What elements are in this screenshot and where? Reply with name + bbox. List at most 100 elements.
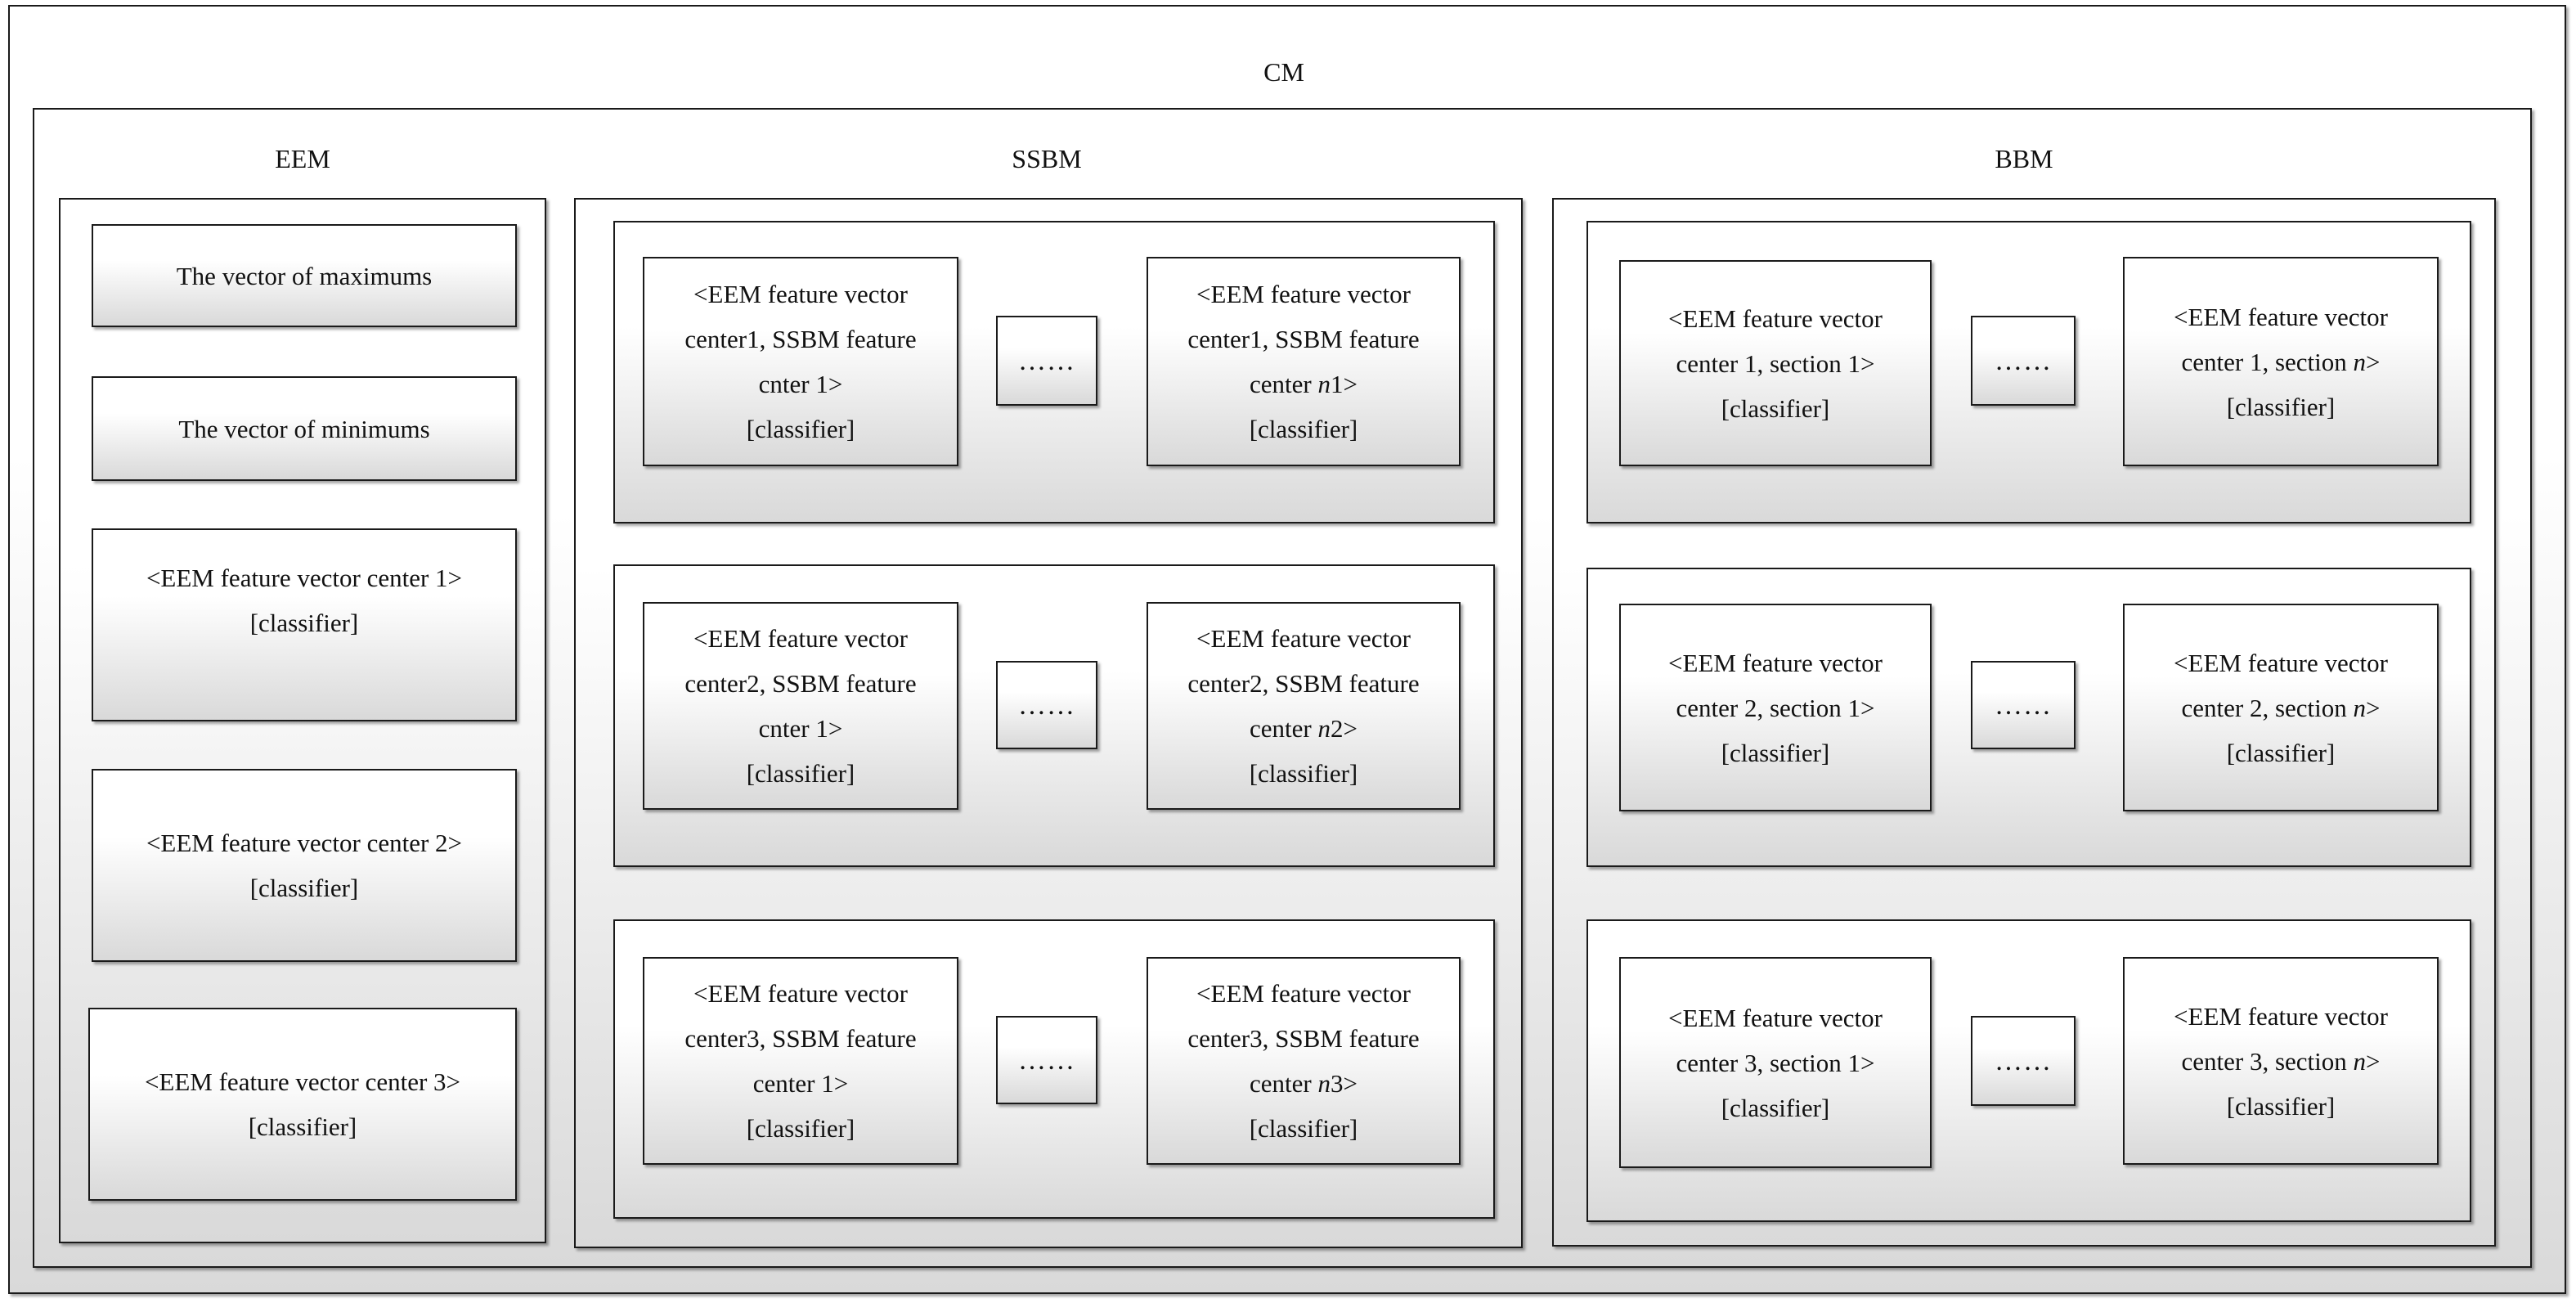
ssbm-r2r-line4: [classifier] [1249,759,1358,788]
bbm-row1-ellipsis: …… [1995,345,2052,376]
ssbm-r1r-line1: <EEM feature vector [1196,280,1411,308]
bbm-r2l-line1: <EEM feature vector [1668,648,1883,677]
bbm-r2r-line1: <EEM feature vector [2174,648,2388,677]
eem-center3-line2: [classifier] [248,1112,357,1141]
ssbm-row2-right-box: <EEM feature vector center2, SSBM feature… [1147,602,1461,810]
ssbm-r2r-line3: center n2> [1250,706,1358,751]
bbm-r3l-line2: center 3, section 1> [1676,1048,1875,1077]
eem-center1-box: <EEM feature vector center 1> [classifier… [92,528,517,721]
ssbm-r3r-line3-b: 3> [1330,1069,1358,1098]
bbm-r1r-line2: center 1, section n> [2181,339,2380,384]
ssbm-r1r-line3: center n1> [1250,362,1358,407]
ssbm-r1r-line3-n: n [1317,370,1331,398]
ssbm-r2l-line1: <EEM feature vector [693,624,908,653]
bbm-r2r-line2-a: center 2, section [2181,693,2354,722]
ssbm-r3l-line4: [classifier] [746,1114,855,1143]
bbm-r1r-line2-n: n [2353,347,2367,376]
ssbm-row2-ellipsis: …… [1018,690,1075,721]
bbm-row2-ellipsis-box: …… [1971,661,2076,749]
bbm-r3r-line2-a: center 3, section [2181,1046,2354,1076]
ssbm-r1r-line3-b: 1> [1330,370,1358,398]
ssbm-r1l-line2: center1, SSBM feature [684,325,917,353]
bbm-row3-ellipsis-box: …… [1971,1016,2076,1106]
ssbm-r3r-line3-a: center [1250,1069,1318,1098]
eem-min-text: The vector of minimums [178,414,430,443]
cm-label: CM [1263,57,1304,87]
ssbm-r3l-line3: center 1> [752,1069,849,1098]
ssbm-r1l-line3: cnter 1> [758,370,843,398]
ssbm-label: SSBM [1012,144,1082,173]
bbm-r3l-line1: <EEM feature vector [1668,1003,1883,1032]
ssbm-row3-right-box: <EEM feature vector center3, SSBM feature… [1147,957,1461,1165]
eem-max-text: The vector of maximums [176,261,433,290]
ssbm-r3r-line3-n: n [1317,1069,1331,1098]
ssbm-r1l-line1: <EEM feature vector [693,280,908,308]
bbm-r1r-line1: <EEM feature vector [2174,302,2388,331]
eem-center3-box: <EEM feature vector center 3> [classifier… [88,1008,517,1201]
eem-center2-box: <EEM feature vector center 2> [classifier… [92,769,517,962]
bbm-r2r-line2-n: n [2353,693,2367,722]
ssbm-row3-left-box: <EEM feature vector center3, SSBM feature… [643,957,958,1165]
ssbm-r1r-line4: [classifier] [1249,415,1358,443]
ssbm-r1r-line2: center1, SSBM feature [1187,325,1420,353]
ssbm-row3-ellipsis: …… [1018,1045,1075,1076]
eem-center1-line2: [classifier] [249,609,359,637]
bbm-r1l-line3: [classifier] [1721,393,1830,423]
ssbm-r2l-line3: cnter 1> [758,714,843,743]
ssbm-r2l-line2: center2, SSBM feature [684,669,917,698]
ssbm-row1-ellipsis: …… [1018,345,1075,376]
ssbm-row2-ellipsis-box: …… [996,661,1097,749]
ssbm-r1r-line3-a: center [1250,370,1318,398]
ssbm-r2l-line4: [classifier] [746,759,855,788]
bbm-r2r-line2-b: > [2366,693,2381,722]
bbm-row3-left-box: <EEM feature vector center 3, section 1> [… [1619,957,1932,1168]
ssbm-r3r-line2: center3, SSBM feature [1187,1024,1420,1053]
bbm-row3-ellipsis: …… [1995,1045,2052,1076]
ssbm-r3r-line4: [classifier] [1249,1114,1358,1143]
ssbm-r2r-line2: center2, SSBM feature [1187,669,1420,698]
bbm-r3r-line2: center 3, section n> [2181,1039,2380,1084]
ssbm-r3l-line2: center3, SSBM feature [684,1024,917,1053]
bbm-r2l-line3: [classifier] [1721,738,1830,767]
eem-label: EEM [275,144,330,173]
bbm-r2r-line2: center 2, section n> [2181,685,2380,730]
eem-center3-line1: <EEM feature vector center 3> [144,1067,461,1096]
ssbm-row1-ellipsis-box: …… [996,316,1097,406]
bbm-label: BBM [1995,144,2053,173]
ssbm-r2r-line3-a: center [1250,714,1318,743]
bbm-r1r-line2-a: center 1, section [2181,347,2354,376]
ssbm-row1-left-box: <EEM feature vector center1, SSBM feature… [643,257,958,466]
ssbm-row1-right-box: <EEM feature vector center1, SSBM feature… [1147,257,1461,466]
eem-min-box: The vector of minimums [92,376,517,481]
bbm-row1-right-box: <EEM feature vector center 1, section n> [… [2123,257,2439,466]
ssbm-r2r-line3-b: 2> [1330,714,1358,743]
ssbm-r3l-line1: <EEM feature vector [693,979,908,1008]
ssbm-r3r-line1: <EEM feature vector [1196,979,1411,1008]
ssbm-row2-left-box: <EEM feature vector center2, SSBM feature… [643,602,958,810]
bbm-r3r-line2-b: > [2366,1046,2381,1076]
bbm-r1r-line3: [classifier] [2226,392,2336,421]
ssbm-r3r-line3: center n3> [1250,1061,1358,1106]
bbm-row1-left-box: <EEM feature vector center 1, section 1> [… [1619,260,1932,466]
eem-center2-line2: [classifier] [249,874,359,902]
ssbm-r2r-line1: <EEM feature vector [1196,624,1411,653]
bbm-r2l-line2: center 2, section 1> [1676,693,1875,722]
bbm-r3l-line3: [classifier] [1721,1093,1830,1122]
bbm-r1r-line2-b: > [2366,347,2381,376]
ssbm-row3-ellipsis-box: …… [996,1016,1097,1104]
eem-center2-line1: <EEM feature vector center 2> [146,829,463,857]
bbm-row2-ellipsis: …… [1995,690,2052,721]
bbm-r3r-line3: [classifier] [2226,1091,2336,1121]
bbm-row1-ellipsis-box: …… [1971,316,2076,406]
bbm-r3r-line1: <EEM feature vector [2174,1001,2388,1031]
bbm-row3-right-box: <EEM feature vector center 3, section n> [… [2123,957,2439,1165]
eem-max-box: The vector of maximums [92,224,517,327]
bbm-r2r-line3: [classifier] [2226,738,2336,767]
eem-center1-line1: <EEM feature vector center 1> [146,564,463,592]
bbm-r3r-line2-n: n [2353,1046,2367,1076]
ssbm-r2r-line3-n: n [1317,714,1331,743]
ssbm-r1l-line4: [classifier] [746,415,855,443]
bbm-r1l-line2: center 1, section 1> [1676,348,1875,378]
bbm-row2-right-box: <EEM feature vector center 2, section n> [… [2123,604,2439,811]
bbm-r1l-line1: <EEM feature vector [1668,303,1883,333]
